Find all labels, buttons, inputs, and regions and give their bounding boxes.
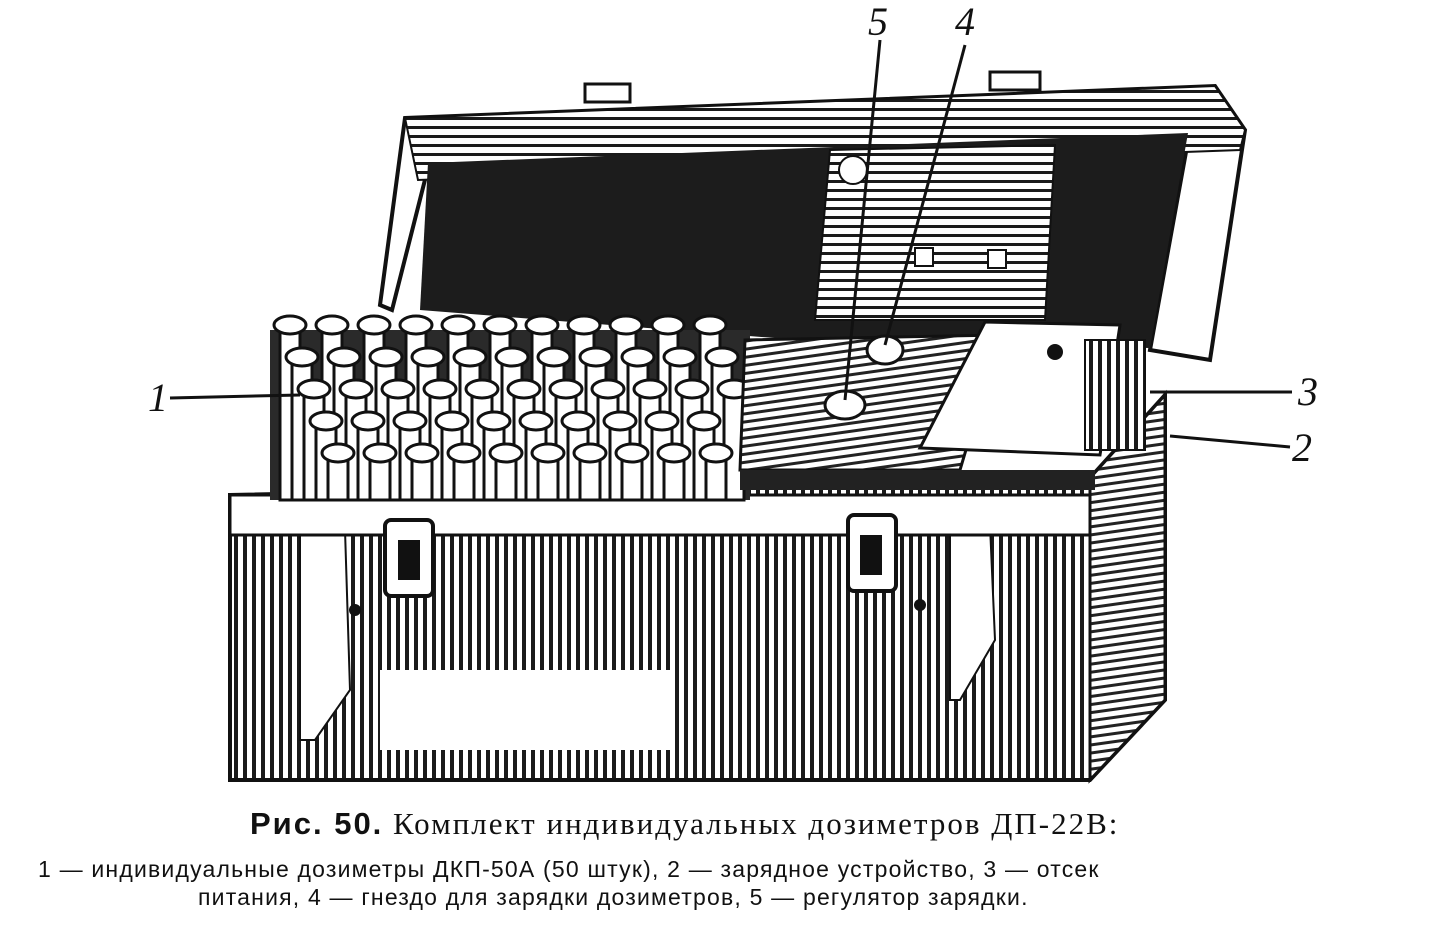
dosimeter-cap [284, 346, 320, 368]
dosimeter-cap [410, 346, 446, 368]
dosimeter-cap [662, 346, 698, 368]
callout-2: 2 [1292, 425, 1312, 470]
dosimeter-cap [356, 314, 392, 336]
dosimeter-cap [704, 346, 740, 368]
dosimeter-cap [620, 346, 656, 368]
dosimeter-cap [530, 442, 566, 464]
dosimeter-cap [488, 442, 524, 464]
dosimeter-cap [602, 410, 638, 432]
callout-5: 5 [868, 0, 888, 44]
dosimeter-cap [536, 346, 572, 368]
caption-legend-line-2: питания, 4 — гнездо для зарядки дозиметр… [198, 884, 1029, 910]
dosimeter-cap [686, 410, 722, 432]
dosimeter-cap [692, 314, 728, 336]
dosimeter-cap [398, 314, 434, 336]
case-lid [377, 70, 1248, 363]
dosimeter-cap [518, 410, 554, 432]
dosimeter-cap [422, 378, 458, 400]
dosimeter-cap [368, 346, 404, 368]
figure-caption-title: Рис. 50. Комплект индивидуальных дозимет… [250, 806, 1290, 842]
dosimeter-kit-illustration [169, 39, 1292, 784]
dosimeter-cap [314, 314, 350, 336]
dosimeter-cap [380, 378, 416, 400]
dosimeter-cap [404, 442, 440, 464]
leader-lines [169, 39, 1292, 449]
dosimeter-cap [476, 410, 512, 432]
dosimeter-cap [440, 314, 476, 336]
dosimeter-cap [698, 442, 734, 464]
dosimeter-cap [674, 378, 710, 400]
dosimeter-cap [548, 378, 584, 400]
dosimeter-cap [464, 378, 500, 400]
dosimeter-cap [524, 314, 560, 336]
dosimeter-cap [362, 442, 398, 464]
callout-4: 4 [955, 0, 975, 44]
dosimeter-cap [656, 442, 692, 464]
callout-3: 3 [1298, 369, 1318, 414]
callout-1: 1 [148, 375, 168, 420]
caption-legend-line-1: 1 — индивидуальные дозиметры ДКП-50А (50… [38, 856, 1100, 882]
dosimeters-group [270, 314, 752, 502]
dosimeter-cap [350, 410, 386, 432]
dosimeter-cap [578, 346, 614, 368]
dosimeter-cap [326, 346, 362, 368]
dosimeter-cap [632, 378, 668, 400]
dosimeter-cap [434, 410, 470, 432]
dosimeter-cap [506, 378, 542, 400]
charging-device [738, 320, 1146, 490]
dosimeter-cap [614, 442, 650, 464]
dosimeter-cap [608, 314, 644, 336]
dosimeter-cap [272, 314, 308, 336]
figure-title: Комплект индивидуальных дозиметров ДП-22… [393, 806, 1120, 841]
dosimeter-cap [338, 378, 374, 400]
dosimeter-cap [590, 378, 626, 400]
figure-number: Рис. 50. [250, 806, 384, 841]
dosimeter-cap [452, 346, 488, 368]
dosimeter-cap [482, 314, 518, 336]
dosimeter-cap [308, 410, 344, 432]
dosimeter-cap [320, 442, 356, 464]
dosimeter-cap [392, 410, 428, 432]
dosimeter-cap [644, 410, 680, 432]
dosimeter-cap [566, 314, 602, 336]
dosimeter-cap [296, 378, 332, 400]
dosimeter-cap [572, 442, 608, 464]
dosimeter-cap [650, 314, 686, 336]
dosimeter-cap [560, 410, 596, 432]
dosimeter-cap [446, 442, 482, 464]
dosimeter-cap [494, 346, 530, 368]
